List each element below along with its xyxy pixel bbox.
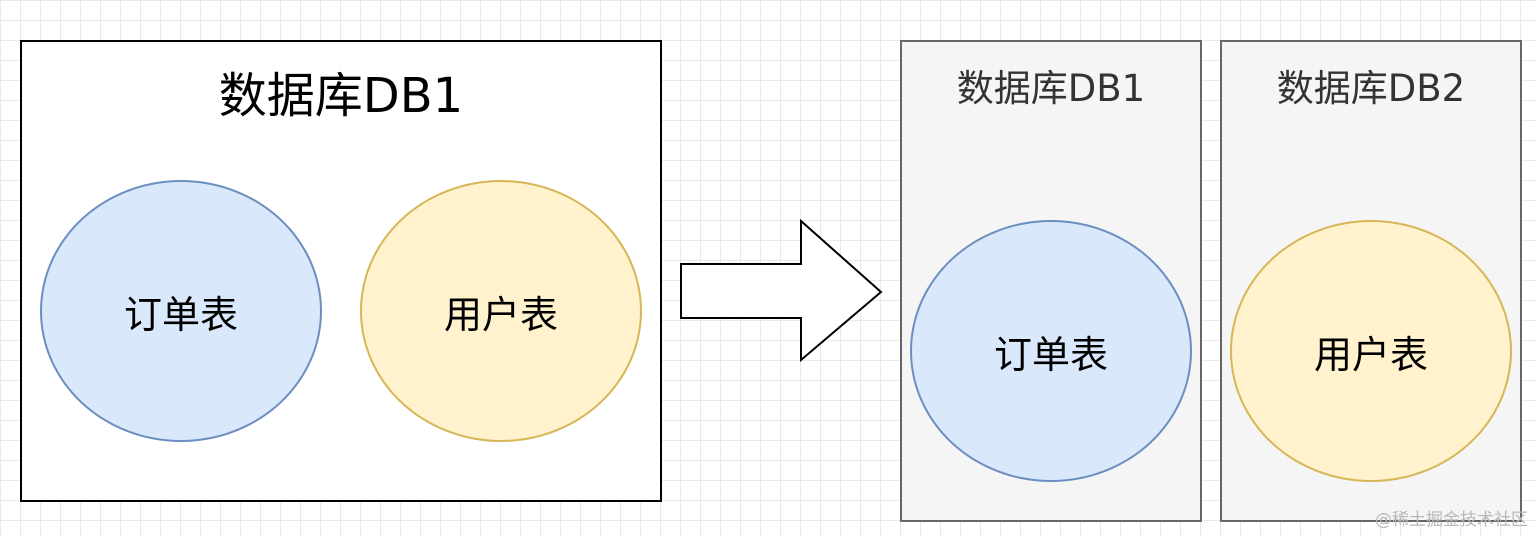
- source-order-table[interactable]: 订单表: [40, 180, 322, 442]
- target-order-table-label: 订单表: [993, 332, 1108, 377]
- target-user-table[interactable]: 用户表: [1230, 220, 1512, 482]
- target-db2-title: 数据库DB2: [1276, 67, 1466, 110]
- target-db1-title: 数据库DB1: [956, 67, 1146, 110]
- watermark: @稀土掘金技术社区: [1375, 510, 1528, 530]
- split-arrow-icon: [680, 218, 883, 363]
- source-order-table-label: 订单表: [123, 292, 238, 337]
- target-order-table[interactable]: 订单表: [910, 220, 1192, 482]
- source-db-title: 数据库DB1: [218, 68, 464, 124]
- target-user-table-label: 用户表: [1313, 332, 1428, 377]
- source-user-table-label: 用户表: [443, 292, 558, 337]
- source-user-table[interactable]: 用户表: [360, 180, 642, 442]
